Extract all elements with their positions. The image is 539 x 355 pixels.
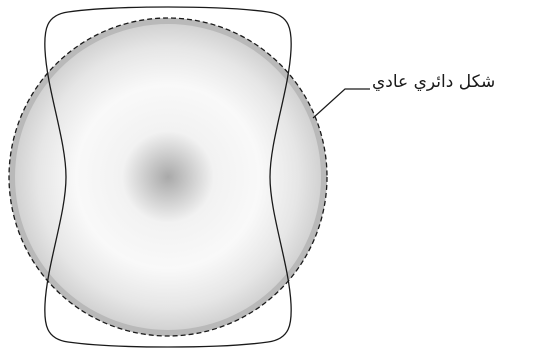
- callout-label: شكل دائري عادي: [372, 74, 495, 91]
- circle-shaded-disc: [15, 24, 321, 330]
- callout-leader-line: [313, 89, 370, 118]
